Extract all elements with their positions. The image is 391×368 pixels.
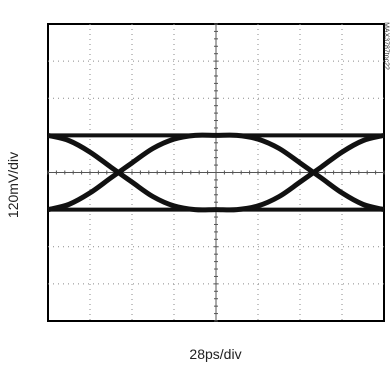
y-axis-label: 120mV/div: [5, 151, 21, 219]
x-axis-label: 28ps/div: [189, 346, 242, 362]
traces: [47, 132, 385, 213]
part-code: MAX3787toc22: [382, 22, 390, 70]
y-axis-label-wrap: 120mV/div: [2, 140, 24, 230]
part-code-wrap: MAX3787toc22: [382, 6, 390, 86]
grid: [47, 23, 385, 322]
eye-trace-4: [47, 132, 385, 213]
eye-trace-3: [47, 132, 385, 213]
